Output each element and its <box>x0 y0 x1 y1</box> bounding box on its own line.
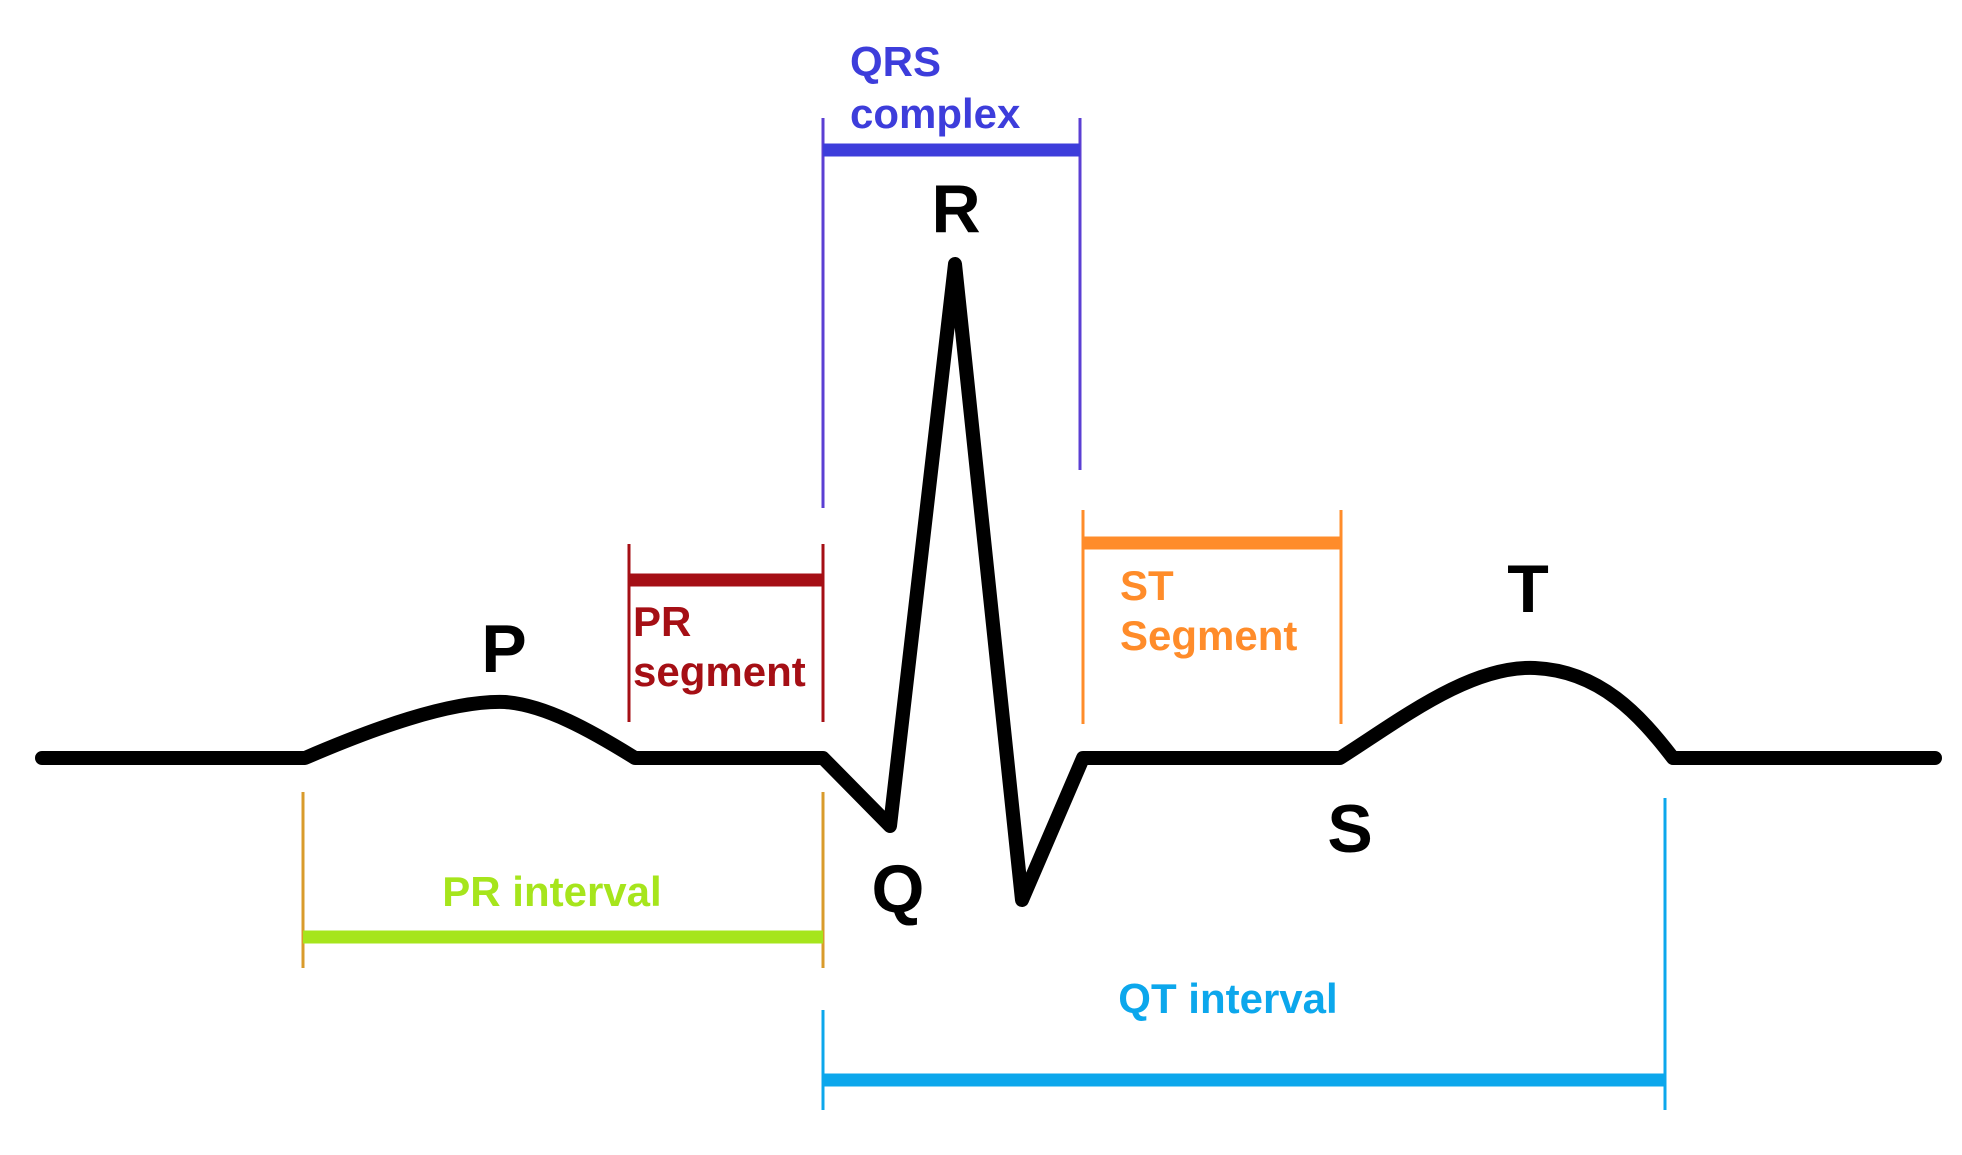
qrs-complex-bracket: QRS complex <box>821 38 1082 508</box>
qt-interval-label: QT interval <box>1118 975 1337 1022</box>
pr-segment-label-line2: segment <box>633 648 806 695</box>
t-wave-label: T <box>1507 551 1549 627</box>
ecg-trace <box>35 257 1942 907</box>
qt-interval-bracket: QT interval <box>821 798 1667 1110</box>
r-wave-label: R <box>931 171 980 247</box>
st-segment-label-line1: ST <box>1120 562 1174 609</box>
qrs-label-line2: complex <box>850 90 1021 137</box>
s-wave-label: S <box>1327 791 1372 867</box>
p-wave-label: P <box>481 611 526 687</box>
st-segment-label-line2: Segment <box>1120 612 1297 659</box>
pr-interval-bracket: PR interval <box>301 792 825 968</box>
pr-segment-label-line1: PR <box>633 598 691 645</box>
pr-interval-label: PR interval <box>442 868 661 915</box>
pr-segment-bracket: PR segment <box>627 544 825 722</box>
st-segment-bracket: ST Segment <box>1081 510 1343 724</box>
qrs-label-line1: QRS <box>850 38 941 85</box>
q-wave-label: Q <box>872 851 925 927</box>
